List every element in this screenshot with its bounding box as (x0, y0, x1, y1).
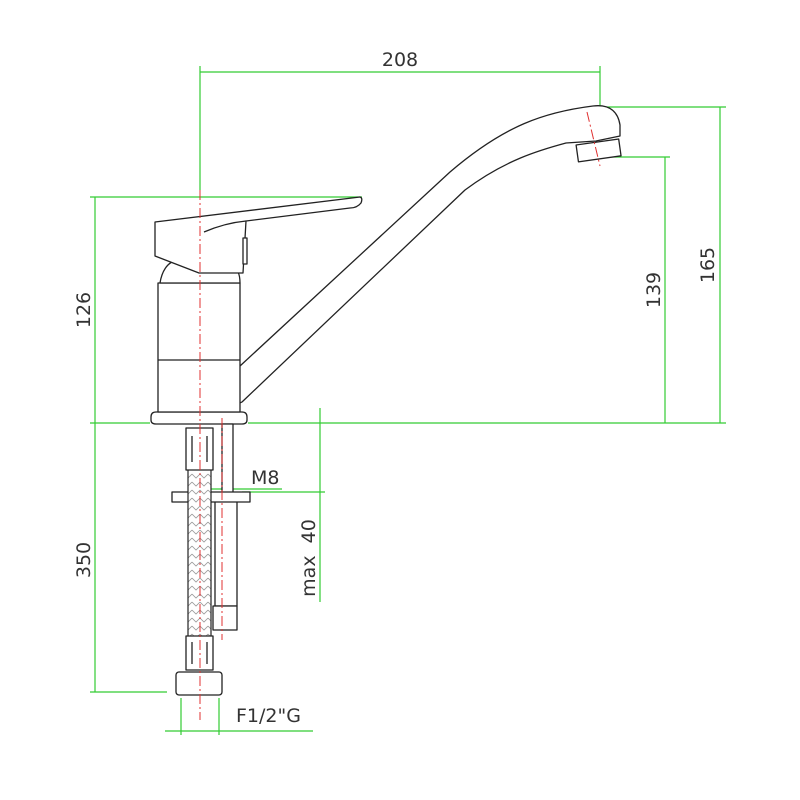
dim-hose-length: 350 (73, 542, 95, 578)
dim-max-thickness: max 40 (298, 519, 320, 597)
dim-mounting-thread: M8 (251, 467, 279, 489)
base-plate (150, 411, 248, 425)
center-lines (199, 111, 601, 720)
faucet (150, 105, 622, 425)
aerator (575, 138, 622, 163)
dim-spout-reach: 208 (382, 49, 418, 71)
dim-total-height: 165 (697, 247, 719, 283)
hose-connector-nut (175, 671, 223, 696)
dim-hose-connection: F1/2"G (236, 705, 301, 727)
hose-assembly (171, 423, 251, 696)
dim-handle-height: 126 (73, 292, 95, 328)
body-cylinder (157, 282, 241, 413)
spout (228, 105, 621, 405)
mounting-rod (221, 423, 234, 495)
rod-nut (212, 605, 238, 631)
handle-lever (154, 196, 363, 274)
dim-outlet-height: 139 (643, 272, 665, 308)
